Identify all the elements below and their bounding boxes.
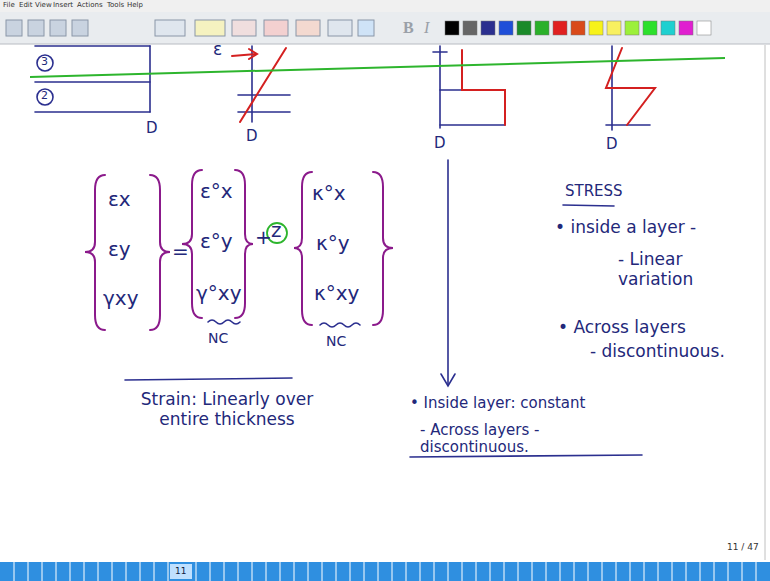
handwritten-text: • Across layers — [558, 318, 686, 338]
label-text: D — [606, 135, 618, 153]
label-text: 3 — [41, 55, 48, 68]
label-text: File — [3, 1, 15, 9]
handwritten-text: - Across layers - discontinuous. — [420, 422, 640, 457]
handwritten-text: • inside a layer - — [555, 218, 696, 238]
label-text: • Inside layer: constant — [410, 394, 585, 412]
label-text: εx — [108, 187, 131, 211]
label-text: 2 — [41, 89, 48, 102]
menu-item: Edit — [19, 1, 33, 9]
label-text: D — [434, 134, 446, 152]
handwritten-text: + — [255, 226, 272, 249]
label-text: - Across layers - discontinuous. — [420, 421, 539, 456]
handwritten-text: 2 — [41, 90, 48, 103]
handwritten-text: - Linear variation — [618, 250, 743, 289]
handwritten-text: - discontinuous. — [590, 342, 725, 362]
label-text: D — [146, 119, 158, 137]
label-text: + — [255, 225, 272, 249]
label-text: γxy — [103, 286, 139, 310]
handwritten-text: z — [271, 219, 282, 242]
label-text: Edit — [19, 1, 33, 9]
handwritten-text: D — [434, 135, 446, 152]
label-text: I — [424, 19, 429, 36]
label-text: z — [271, 218, 282, 242]
label-text: = — [172, 239, 189, 263]
menu-item: Actions — [77, 1, 103, 9]
label-text: STRESS — [565, 182, 623, 200]
handwritten-text: γ°xy — [196, 282, 242, 305]
handwritten-text: 11 / 47 — [727, 542, 759, 552]
label-text: B — [403, 19, 414, 36]
handwritten-text: γxy — [103, 287, 139, 310]
menu-item: File — [3, 1, 15, 9]
label-text: κ°xy — [314, 281, 359, 305]
menu-item: Help — [127, 1, 143, 9]
menu-item: Tools — [107, 1, 124, 9]
handwritten-text: ε°y — [200, 230, 233, 253]
toolbar-button: I — [424, 19, 429, 37]
menu-item: Insert — [53, 1, 73, 9]
handwritten-text: κ°x — [312, 182, 346, 205]
label-text: Tools — [107, 1, 124, 9]
handwritten-text: D — [246, 128, 258, 145]
toolbar-button: B — [403, 19, 414, 37]
label-text: NC — [326, 333, 346, 349]
handwritten-text: κ°y — [316, 232, 350, 255]
handwritten-text: • Inside layer: constant — [410, 395, 585, 412]
label-text: - Linear variation — [618, 249, 693, 289]
label-text: εy — [108, 237, 131, 261]
handwritten-text: = — [172, 240, 189, 263]
label-text: Actions — [77, 1, 103, 9]
handwritten-text: STRESS — [565, 183, 623, 200]
label-text: κ°x — [312, 181, 346, 205]
handwritten-text: ε°x — [200, 180, 233, 203]
handwritten-text: D — [606, 136, 618, 153]
label-text: ε°y — [200, 229, 233, 253]
label-text: • Across layers — [558, 317, 686, 337]
handwritten-text: NC — [208, 330, 228, 346]
label-text: ε — [213, 39, 222, 59]
handwritten-text: ε — [213, 40, 222, 60]
handwritten-text: εx — [108, 188, 131, 211]
label-text: Help — [127, 1, 143, 9]
label-text: D — [246, 127, 258, 145]
label-text: 11 — [175, 566, 186, 576]
label-text: • inside a layer - — [555, 217, 696, 237]
handwritten-text: Strain: Linearly over entire thickness — [132, 390, 322, 429]
label-text: ε°x — [200, 179, 233, 203]
handwritten-text: κ°xy — [314, 282, 359, 305]
label-text: Insert — [53, 1, 73, 9]
label-text: View — [35, 1, 52, 9]
label-text: Strain: Linearly over entire thickness — [141, 389, 313, 429]
label-text: 11 / 47 — [727, 542, 759, 552]
handwritten-text: 11 — [175, 566, 186, 576]
label-text: - discontinuous. — [590, 341, 725, 361]
handwritten-text: D — [146, 120, 158, 137]
handwritten-text: εy — [108, 238, 131, 261]
label-text: κ°y — [316, 231, 350, 255]
label-text: γ°xy — [196, 281, 242, 305]
label-text: NC — [208, 330, 228, 346]
handwritten-text: 3 — [41, 56, 48, 69]
handwritten-text: NC — [326, 333, 346, 349]
menu-item: View — [35, 1, 52, 9]
